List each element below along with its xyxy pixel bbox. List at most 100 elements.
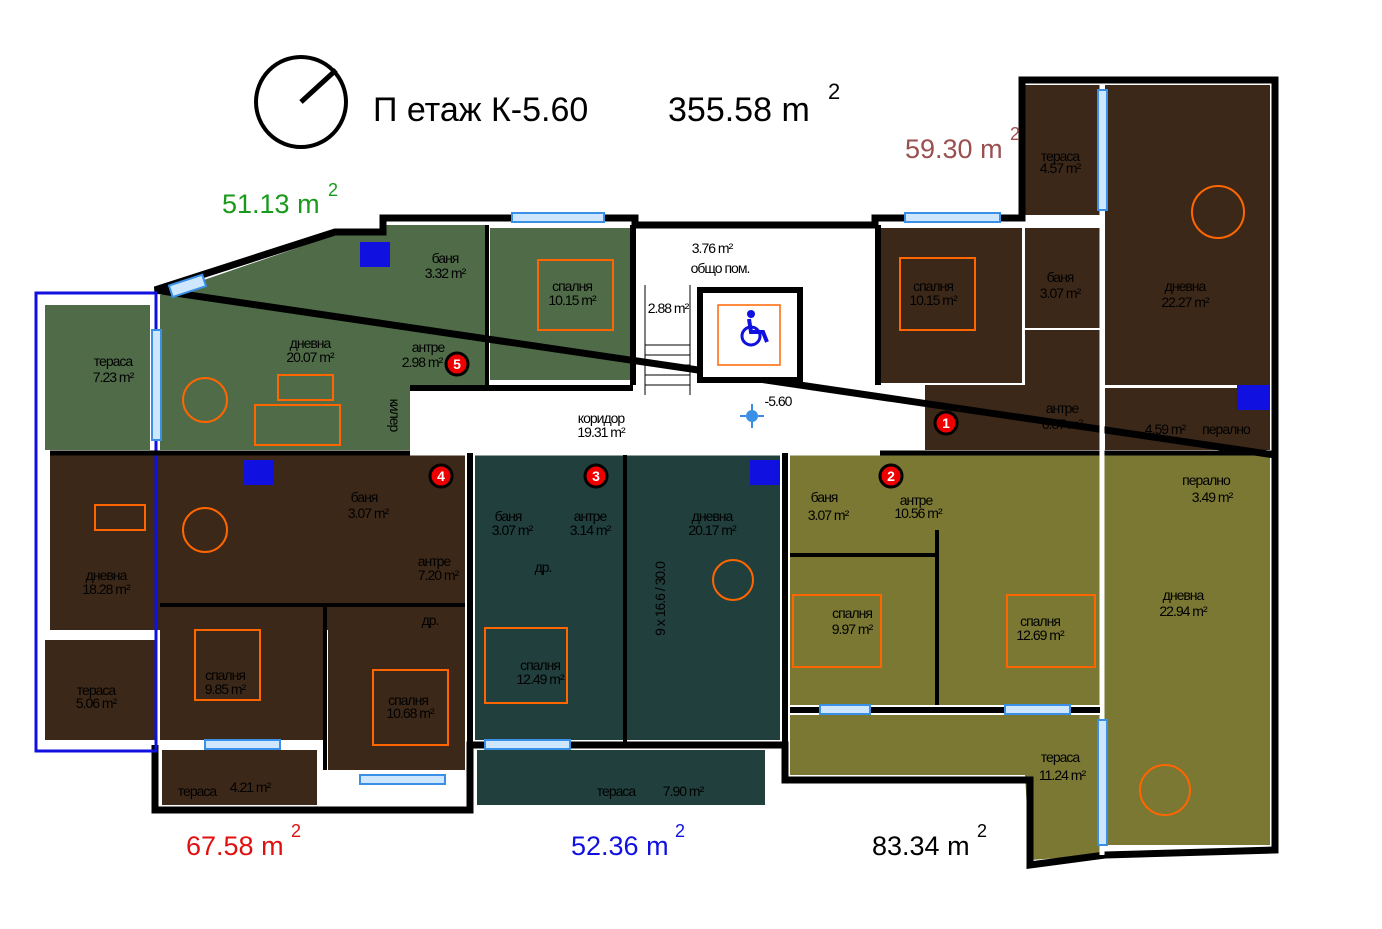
svg-text:баня: баня xyxy=(495,508,522,524)
svg-text:9.97 m²: 9.97 m² xyxy=(832,621,874,637)
svg-text:20.17 m²: 20.17 m² xyxy=(688,522,737,538)
svg-text:тераса: тераса xyxy=(1041,148,1081,164)
room-terrace-2 xyxy=(162,750,317,805)
furniture xyxy=(94,185,1270,816)
north-arrow-icon xyxy=(254,55,348,149)
svg-text:2: 2 xyxy=(1010,124,1020,144)
svg-text:1: 1 xyxy=(942,415,950,431)
stairs xyxy=(644,285,691,395)
svg-text:спалня: спалня xyxy=(832,605,872,621)
svg-text:-5.60: -5.60 xyxy=(765,393,793,409)
svg-text:дневна: дневна xyxy=(1163,587,1205,603)
svg-text:дневна: дневна xyxy=(86,567,128,583)
svg-text:тераса: тераса xyxy=(597,783,637,799)
svg-text:баня: баня xyxy=(1047,269,1074,285)
svg-text:10.68 m²: 10.68 m² xyxy=(386,705,435,721)
svg-text:5: 5 xyxy=(453,356,461,372)
svg-text:3.07 m²: 3.07 m² xyxy=(808,507,850,523)
svg-text:2: 2 xyxy=(887,468,895,484)
room-living xyxy=(1100,530,1270,845)
apartment-2 xyxy=(790,455,1270,860)
room-bath xyxy=(1025,228,1100,328)
svg-text:баня: баня xyxy=(351,489,378,505)
svg-text:3.49 m²: 3.49 m² xyxy=(1192,489,1234,505)
svg-text:7.20 m²: 7.20 m² xyxy=(418,567,460,583)
svg-text:дневна: дневна xyxy=(290,335,332,351)
svg-text:спалня: спалня xyxy=(552,278,592,294)
floor-title: П етаж К-5.60 xyxy=(373,91,588,129)
room-living xyxy=(160,225,485,450)
svg-text:др.: др. xyxy=(422,612,439,628)
room-living xyxy=(1105,85,1270,385)
svg-text:10.15 m²: 10.15 m² xyxy=(909,292,958,308)
svg-text:3.07 m²: 3.07 m² xyxy=(492,522,534,538)
room-terrace xyxy=(790,715,1100,860)
windows xyxy=(151,89,1108,846)
room-terrace xyxy=(477,750,765,805)
svg-text:тераса: тераса xyxy=(1041,749,1081,765)
svg-text:3.32 m²: 3.32 m² xyxy=(425,265,467,281)
svg-text:52.36 m: 52.36 m xyxy=(571,831,669,861)
svg-text:3.07 m²: 3.07 m² xyxy=(1040,285,1082,301)
svg-text:баня: баня xyxy=(811,489,838,505)
svg-text:9 x 16.6 / 30.0: 9 x 16.6 / 30.0 xyxy=(652,561,668,636)
svg-text:2: 2 xyxy=(328,180,338,200)
svg-text:83.34 m: 83.34 m xyxy=(872,831,970,861)
room-terrace xyxy=(45,305,150,450)
svg-text:спалня: спалня xyxy=(205,667,245,683)
wheelchair-icon xyxy=(740,310,769,347)
svg-text:67.58 m: 67.58 m xyxy=(186,831,284,861)
svg-text:10.56 m²: 10.56 m² xyxy=(894,505,943,521)
svg-text:антре: антре xyxy=(900,492,934,508)
svg-text:перално: перално xyxy=(1182,472,1231,488)
svg-text:тераса: тераса xyxy=(94,353,134,369)
svg-text:4.57 m²: 4.57 m² xyxy=(1040,160,1082,176)
svg-text:2: 2 xyxy=(977,821,987,841)
apartment-totals: 51.13 m 2 59.30 m 2 67.58 m 2 52.36 m 2 83.3… xyxy=(186,124,1020,861)
svg-text:антре: антре xyxy=(574,508,608,524)
svg-text:9.85 m²: 9.85 m² xyxy=(205,681,247,697)
apartment-markers: 5 1 4 3 2 xyxy=(428,351,959,489)
svg-text:10.15 m²: 10.15 m² xyxy=(548,292,597,308)
svg-text:12.69 m²: 12.69 m² xyxy=(1016,627,1065,643)
svg-text:тераса: тераса xyxy=(178,783,218,799)
svg-text:2: 2 xyxy=(675,821,685,841)
svg-text:59.30 m: 59.30 m xyxy=(905,134,1003,164)
svg-text:19.31 m²: 19.31 m² xyxy=(577,424,626,440)
svg-text:2.98 m²: 2.98 m² xyxy=(402,354,444,370)
svg-text:3.76 m²: 3.76 m² xyxy=(692,240,734,256)
total-area: 355.58 m xyxy=(668,91,810,129)
svg-text:5.06 m²: 5.06 m² xyxy=(76,695,118,711)
svg-text:антре: антре xyxy=(1046,400,1080,416)
room-bedroom xyxy=(880,228,1022,383)
svg-text:18.28 m²: 18.28 m² xyxy=(82,581,131,597)
svg-text:7.90 m²: 7.90 m² xyxy=(663,783,705,799)
svg-text:3: 3 xyxy=(592,468,600,484)
svg-text:20.07 m²: 20.07 m² xyxy=(286,349,335,365)
svg-text:2.88 m²: 2.88 m² xyxy=(648,300,690,316)
svg-text:коридор: коридор xyxy=(578,410,626,426)
svg-text:дневна: дневна xyxy=(1165,278,1207,294)
svg-text:баня: баня xyxy=(432,250,459,266)
svg-text:3.07 m²: 3.07 m² xyxy=(348,505,390,521)
level-marker-icon xyxy=(740,404,764,428)
total-area-sup: 2 xyxy=(828,79,840,104)
svg-text:спалня: спалня xyxy=(1020,613,1060,629)
svg-text:2: 2 xyxy=(291,821,301,841)
apartment-5 xyxy=(45,225,630,450)
svg-text:11.24 m²: 11.24 m² xyxy=(1039,767,1087,783)
room-living xyxy=(475,455,780,740)
svg-text:3.14 m²: 3.14 m² xyxy=(570,522,612,538)
svg-text:общо пом.: общо пом. xyxy=(691,260,750,276)
room-bedroom-2 xyxy=(328,608,465,770)
svg-text:перално: перално xyxy=(1202,421,1251,437)
svg-text:спалня: спалня xyxy=(388,692,428,708)
svg-text:антре: антре xyxy=(418,553,452,569)
svg-text:51.13 m: 51.13 m xyxy=(222,189,320,219)
svg-text:4: 4 xyxy=(437,468,445,484)
svg-text:спалня: спалня xyxy=(520,657,560,673)
svg-text:др.: др. xyxy=(535,559,552,575)
svg-text:12.49 m²: 12.49 m² xyxy=(516,671,565,687)
